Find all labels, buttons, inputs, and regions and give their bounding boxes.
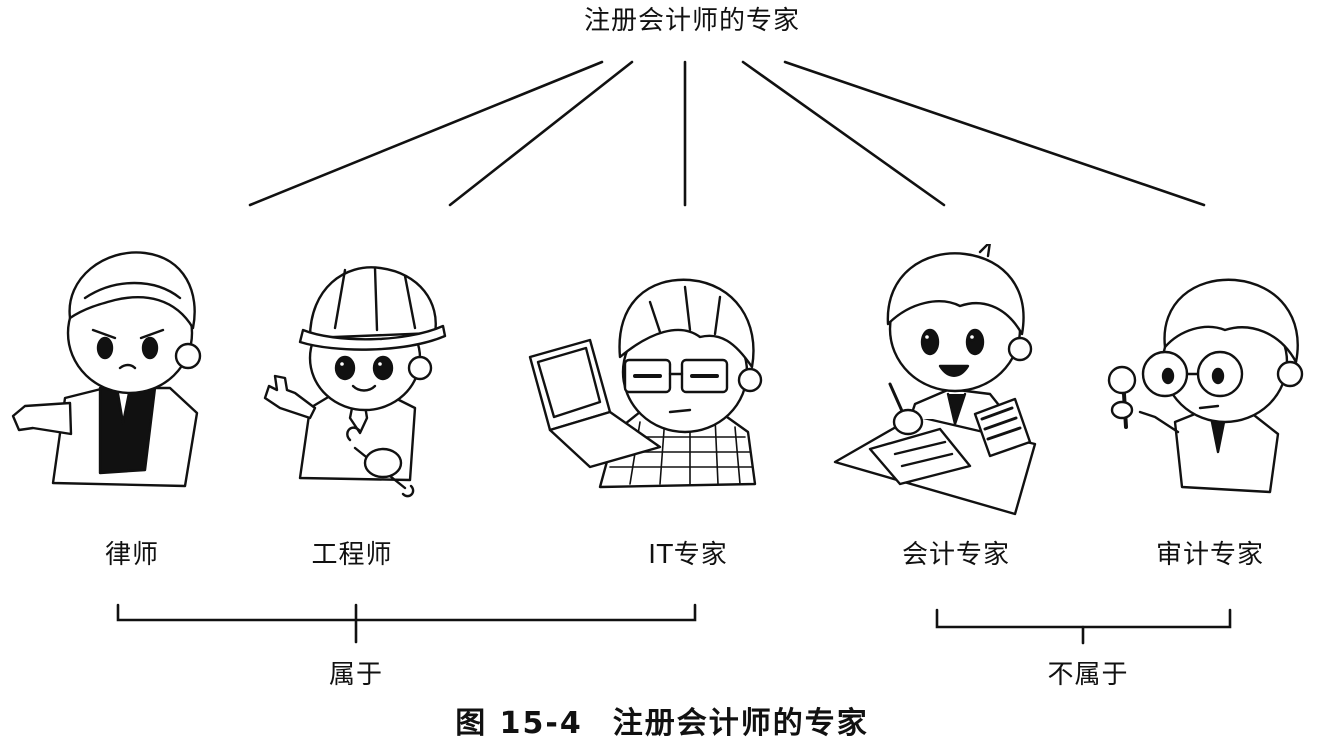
bracket-not-belongs: [935, 608, 1232, 645]
line-to-accounting: [741, 60, 946, 207]
line-to-lawyer: [248, 60, 604, 207]
label-engineer: 工程师: [311, 540, 393, 570]
it-specialist-illustration: [528, 278, 763, 489]
group-label-belongs: 属于: [328, 660, 384, 690]
audit-expert-illustration: [1107, 278, 1304, 494]
bracket-belongs: [116, 603, 697, 644]
label-audit-expert: 审计专家: [1155, 540, 1265, 570]
accounting-expert-illustration: [833, 244, 1037, 516]
label-accounting-expert: 会计专家: [901, 540, 1011, 570]
lawyer-illustration: [11, 251, 202, 488]
engineer-illustration: [263, 266, 447, 498]
caption-number: 图 15-4: [455, 706, 583, 741]
caption-text: 注册会计师的专家: [612, 706, 869, 741]
figure-caption: 图 15-4 注册会计师的专家: [455, 706, 869, 742]
label-lawyer: 律师: [104, 540, 160, 570]
label-it-expert: IT专家: [648, 540, 728, 570]
top-title: 注册会计师的专家: [583, 6, 801, 36]
line-to-audit: [783, 60, 1206, 207]
group-label-not-belongs: 不属于: [1047, 660, 1129, 690]
line-to-engineer: [448, 60, 634, 207]
